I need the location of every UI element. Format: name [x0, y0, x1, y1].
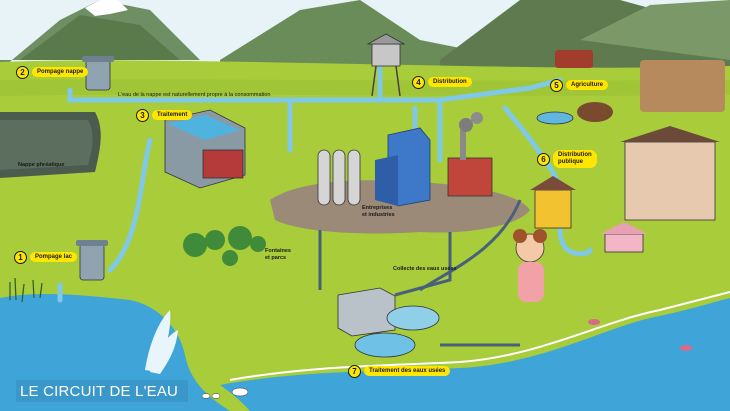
fish: [588, 319, 692, 351]
step-4-callout: 4 Distribution: [412, 75, 472, 89]
river: [220, 298, 730, 411]
park-trees: [183, 226, 266, 266]
step-5-callout: 5 Agriculture: [550, 78, 609, 92]
step-7-callout: 7 Traitement des eaux usées: [348, 364, 451, 378]
reeds: [9, 277, 43, 303]
step-6-label: Distribution publique: [553, 150, 597, 168]
step-1-label: Pompage lac: [30, 252, 78, 262]
collecte-label: Collecte des eaux usées: [393, 266, 457, 272]
girl: [513, 229, 547, 302]
entreprises-label: Entreprises et industries: [362, 205, 395, 218]
fontaines-label: Fontaines et parcs: [265, 248, 291, 261]
pink-house: [600, 222, 648, 253]
step-2-badge: 2: [16, 65, 29, 79]
step-1-badge: 1: [14, 250, 27, 264]
nappe-note-label: L'eau de la nappe est naturellement prop…: [118, 92, 271, 98]
step-5-badge: 5: [550, 78, 563, 92]
water-tower: [366, 33, 406, 97]
yellow-house: [530, 176, 576, 229]
step-4-label: Distribution: [428, 77, 472, 87]
fountain-splash: [145, 310, 178, 374]
step-6-badge: 6: [537, 152, 550, 166]
pump-lake: [76, 240, 108, 281]
title-band: [16, 380, 188, 402]
snow-cap-left: [85, 0, 128, 16]
mountain-left-dark: [20, 15, 180, 60]
step-7-label: Traitement des eaux usées: [364, 366, 451, 376]
step-2-label: Pompage nappe: [32, 67, 89, 77]
step-4-badge: 4: [412, 75, 425, 89]
diagram-title: LE CIRCUIT DE L'EAU: [20, 383, 179, 400]
factory: [447, 112, 493, 197]
farm: [536, 50, 725, 125]
silos: [317, 149, 361, 206]
step-1-callout: 1 Pompage lac: [14, 250, 78, 264]
wastewater-plant: [337, 287, 440, 358]
step-3-callout: 3 Traitement: [136, 108, 193, 122]
step-2-callout: 2 Pompage nappe: [16, 65, 89, 79]
step-3-label: Traitement: [152, 110, 193, 120]
step-5-label: Agriculture: [566, 80, 609, 90]
mountain-far-right: [580, 0, 730, 60]
ducks: [201, 387, 249, 399]
pipes: [57, 57, 593, 303]
mountain-center: [220, 0, 470, 70]
step-6-callout: 6 Distribution publique: [537, 150, 597, 168]
river-bank: [229, 291, 730, 381]
sewage-pipes: [318, 199, 522, 347]
office-tower: [375, 127, 431, 207]
nappe-phreatique-label: Nappe phréatique: [18, 162, 65, 168]
step-3-badge: 3: [136, 108, 149, 122]
treatment-plant: [164, 109, 246, 189]
aquifer-inner: [0, 120, 93, 170]
lake: [0, 294, 230, 411]
step-7-badge: 7: [348, 364, 361, 378]
mansion: [620, 126, 720, 221]
